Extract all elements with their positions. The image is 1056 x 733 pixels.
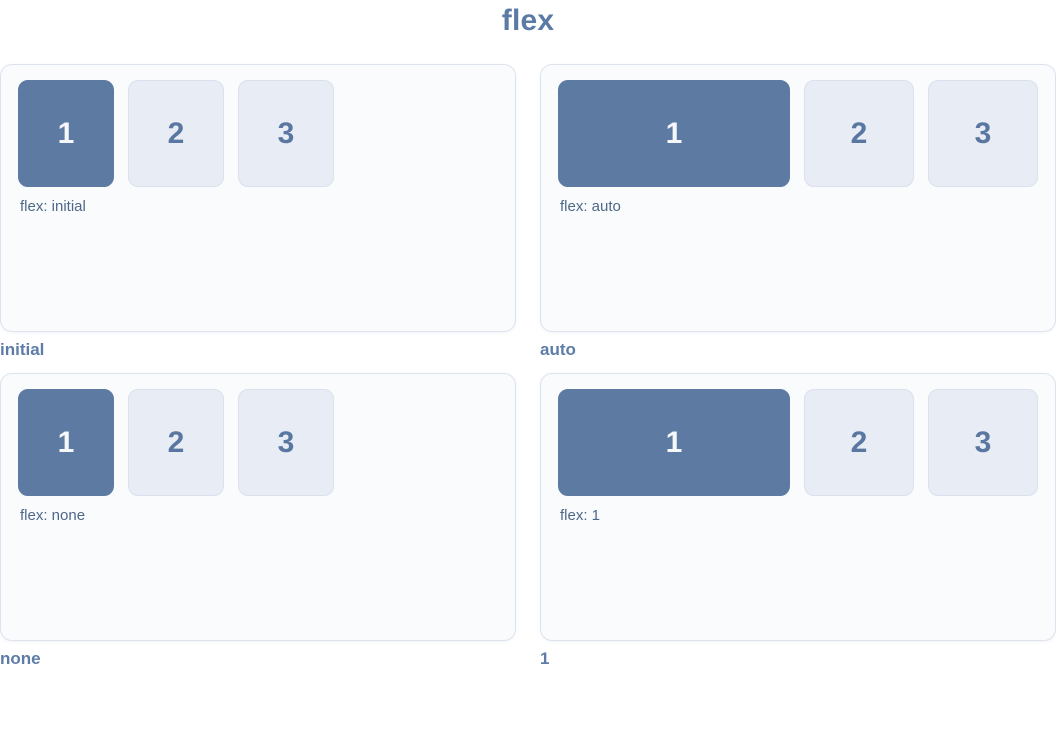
panel-caption-auto: auto <box>540 340 576 359</box>
flex-value-label: flex: 1 <box>560 507 601 524</box>
demo-cell-auto: 1 2 3 flex: auto auto <box>540 64 1056 359</box>
flex-item-2: 2 <box>804 389 914 496</box>
demo-panel-auto: 1 2 3 flex: auto <box>540 64 1056 332</box>
flex-item-2: 2 <box>804 80 914 187</box>
flex-value-label: flex: initial <box>20 198 86 215</box>
demo-cell-1: 1 2 3 flex: 1 1 <box>540 373 1056 668</box>
flex-item-2: 2 <box>128 80 224 187</box>
demo-panel-initial: 1 2 3 flex: initial <box>0 64 516 332</box>
flex-demo-grid: 1 2 3 flex: initial initial 1 2 3 flex: … <box>0 64 1056 668</box>
flex-item-2: 2 <box>128 389 224 496</box>
flex-item-1: 1 <box>558 389 790 496</box>
flex-item-1: 1 <box>18 80 114 187</box>
flex-item-3: 3 <box>928 80 1038 187</box>
flex-value-label: flex: none <box>20 507 86 524</box>
flex-item-row: 1 2 3 <box>18 80 498 187</box>
flex-item-3: 3 <box>238 80 334 187</box>
demo-cell-none: 1 2 3 flex: none none <box>0 373 516 668</box>
page-title: flex <box>501 4 555 37</box>
panel-caption-none: none <box>0 649 41 668</box>
flex-value-label: flex: auto <box>560 198 621 215</box>
demo-panel-1: 1 2 3 flex: 1 <box>540 373 1056 641</box>
panel-caption-1: 1 <box>540 649 550 668</box>
flex-item-row: 1 2 3 <box>558 80 1038 187</box>
panel-caption-initial: initial <box>0 340 45 359</box>
flex-item-3: 3 <box>928 389 1038 496</box>
flex-item-row: 1 2 3 <box>18 389 498 496</box>
flex-item-row: 1 2 3 <box>558 389 1038 496</box>
flex-item-1: 1 <box>18 389 114 496</box>
demo-panel-none: 1 2 3 flex: none <box>0 373 516 641</box>
demo-cell-initial: 1 2 3 flex: initial initial <box>0 64 516 359</box>
flex-item-3: 3 <box>238 389 334 496</box>
flex-item-1: 1 <box>558 80 790 187</box>
